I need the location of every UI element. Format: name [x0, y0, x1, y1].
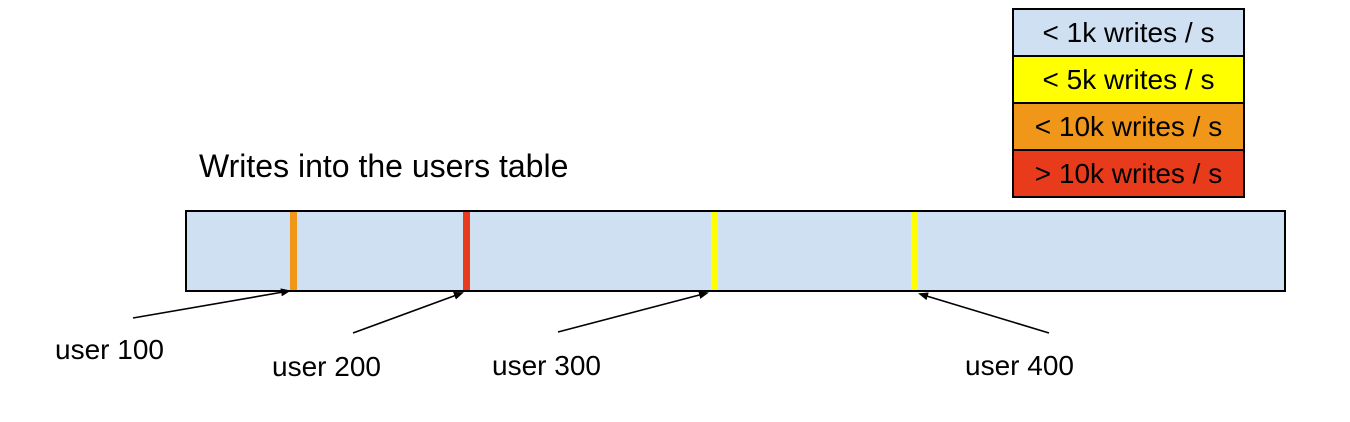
write-hotspot-user-300 [711, 212, 718, 290]
arrow-user-200 [352, 292, 464, 334]
arrow-user-400 [918, 292, 1050, 334]
legend-item-label: < 10k writes / s [1034, 110, 1223, 142]
write-hotspot-user-400 [911, 212, 918, 290]
legend-item-label: < 5k writes / s [1042, 63, 1215, 95]
write-hotspot-user-200 [463, 212, 470, 290]
user-400-label: user 400 [965, 350, 1074, 381]
arrow-user-300 [557, 291, 709, 333]
arrow-user-100 [132, 288, 291, 319]
user-100-label: user 100 [55, 334, 164, 365]
legend-item-label: > 10k writes / s [1034, 157, 1223, 189]
write-hotspot-user-100 [290, 212, 297, 290]
diagram-title: Writes into the users table [199, 148, 569, 184]
legend: < 1k writes / s < 5k writes / s < 10k wr… [1012, 8, 1245, 198]
user-200-label: user 200 [272, 351, 381, 382]
legend-item-lt-1k: < 1k writes / s [1012, 8, 1245, 57]
users-table-bar [185, 210, 1286, 292]
legend-item-label: < 1k writes / s [1042, 16, 1215, 48]
user-300-label: user 300 [492, 350, 601, 381]
legend-item-lt-10k: < 10k writes / s [1012, 102, 1245, 151]
legend-item-lt-5k: < 5k writes / s [1012, 55, 1245, 104]
legend-item-gt-10k: > 10k writes / s [1012, 149, 1245, 198]
